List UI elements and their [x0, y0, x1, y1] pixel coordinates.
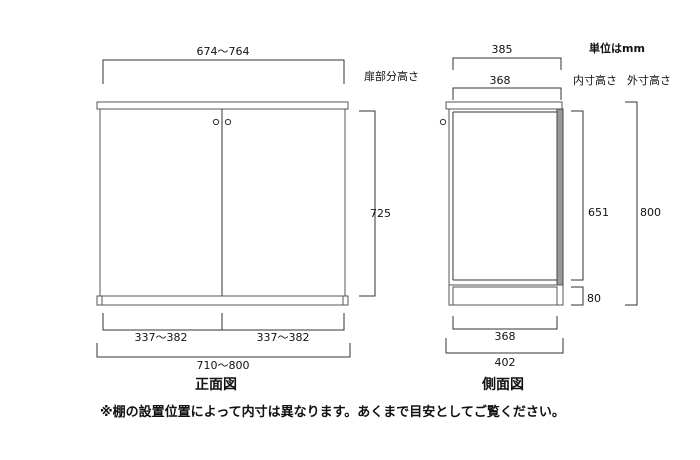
right-door-knob-icon: [224, 118, 232, 126]
front-base-left-foot: [96, 295, 103, 306]
side-bottom-overall-depth-line: [445, 338, 564, 354]
base-height-line: [571, 286, 584, 306]
door-widths-line: [102, 313, 345, 331]
footnote: ※棚の設置位置によって内寸は異なります。あくまで目安としてご覧ください。: [100, 404, 565, 420]
side-top-depth-label: 385: [492, 43, 513, 56]
left-door-knob-icon: [212, 118, 220, 126]
base-height-label: 80: [587, 292, 601, 305]
front-overall-width-label: 710～800: [197, 359, 250, 372]
side-view: 単位はmm 385 368 内寸高さ 外寸高さ 651 80 800 368: [439, 41, 671, 393]
inner-height-header: 内寸高さ: [573, 73, 617, 87]
side-inner-depth-label: 368: [490, 74, 511, 87]
side-bottom-inner-depth-label: 368: [495, 330, 516, 343]
front-top-width-line: [102, 59, 345, 84]
side-knob-icon: [439, 118, 447, 126]
front-view: 674～764 扉部分高さ 725 337～382 337～382 710～80…: [96, 45, 419, 393]
front-base-board: [96, 295, 349, 306]
left-door-width-label: 337～382: [135, 331, 188, 344]
right-door-width-label: 337～382: [257, 331, 310, 344]
side-door-panel: [556, 108, 564, 286]
unit-label: 単位はmm: [589, 41, 645, 55]
front-top-board: [96, 101, 349, 110]
side-top-board: [445, 101, 563, 110]
front-overall-width-line: [96, 343, 351, 358]
door-height-line: [359, 110, 376, 297]
outer-height-line: [625, 101, 638, 306]
side-bottom-inner-depth-line: [452, 316, 558, 330]
front-base-right-foot: [342, 295, 349, 306]
outer-height-label: 800: [640, 206, 661, 219]
side-bottom-overall-depth-label: 402: [495, 356, 516, 369]
front-view-caption: 正面図: [195, 377, 237, 393]
side-top-depth-line: [452, 57, 562, 70]
side-inner-depth-line: [452, 87, 562, 100]
front-top-width-label: 674～764: [197, 45, 250, 58]
inner-height-label: 651: [588, 206, 609, 219]
door-height-label: 725: [370, 207, 391, 220]
inner-height-line: [571, 110, 584, 281]
side-view-caption: 側面図: [481, 376, 524, 393]
outer-height-header: 外寸高さ: [627, 73, 671, 87]
door-height-header: 扉部分高さ: [364, 69, 419, 83]
side-cabinet-body: [448, 108, 558, 286]
side-base-kick: [452, 286, 558, 306]
